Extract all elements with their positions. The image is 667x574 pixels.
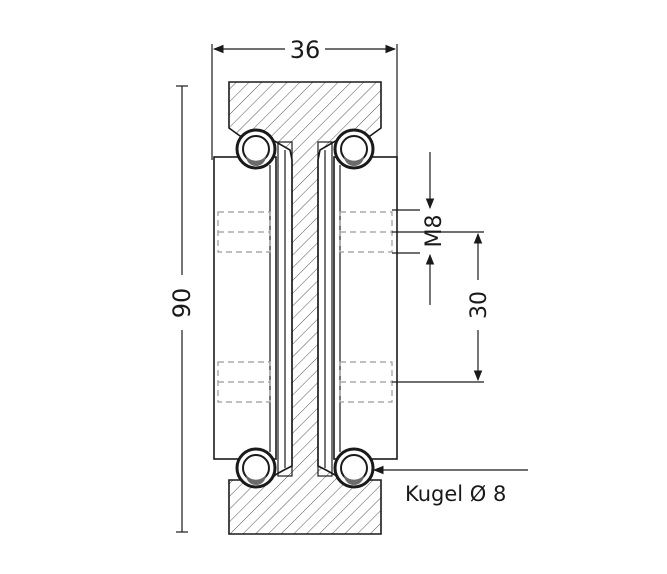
width-dimension: 36 [211,36,398,160]
ball-diameter-label: Kugel Ø 8 [405,482,506,506]
ball-bottom-left [235,447,277,489]
pitch-dimension-label: 30 [467,291,492,319]
pitch-dimension: 30 [392,231,492,383]
ball-top-left [235,128,277,170]
ball-top-right [333,128,375,170]
ball-leader: Kugel Ø 8 [372,465,528,506]
width-dimension-label: 36 [290,36,321,64]
height-dimension: 90 [168,85,196,533]
ball-bottom-right [333,447,375,489]
thread-dimension: M8 [392,152,447,305]
height-dimension-label: 90 [168,288,196,319]
outer-profile-left [213,156,277,460]
thread-dimension-label: M8 [422,215,447,248]
outer-profile-right [333,156,398,460]
hidden-bores [217,211,393,403]
